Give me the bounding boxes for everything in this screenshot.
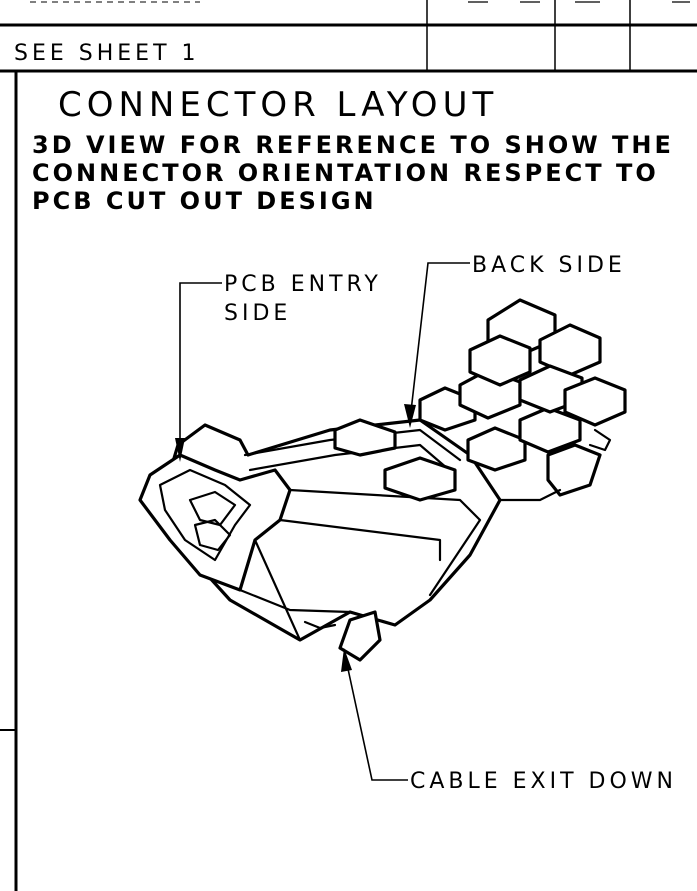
callout-back-side-label: BACK SIDE: [472, 253, 626, 278]
callout-pcb-entry-line1: PCB ENTRY: [224, 272, 382, 297]
connector-3d-view: [138, 298, 627, 662]
callout-cable-exit: CABLE EXIT DOWN: [341, 648, 677, 794]
callout-pcb-entry-line2: SIDE: [224, 301, 291, 326]
sheet-reference: SEE SHEET 1: [14, 41, 200, 66]
callout-back-side: BACK SIDE: [404, 253, 626, 428]
note-line-3: PCB CUT OUT DESIGN: [32, 187, 377, 215]
left-frame: [0, 71, 18, 891]
header-grid: [0, 0, 697, 73]
note-line-2: CONNECTOR ORIENTATION RESPECT TO: [32, 159, 659, 187]
callout-pcb-entry: PCB ENTRY SIDE: [175, 272, 382, 462]
note-line-1: 3D VIEW FOR REFERENCE TO SHOW THE: [32, 131, 674, 159]
drawing-title: CONNECTOR LAYOUT: [58, 85, 498, 125]
callout-cable-exit-label: CABLE EXIT DOWN: [410, 769, 677, 794]
